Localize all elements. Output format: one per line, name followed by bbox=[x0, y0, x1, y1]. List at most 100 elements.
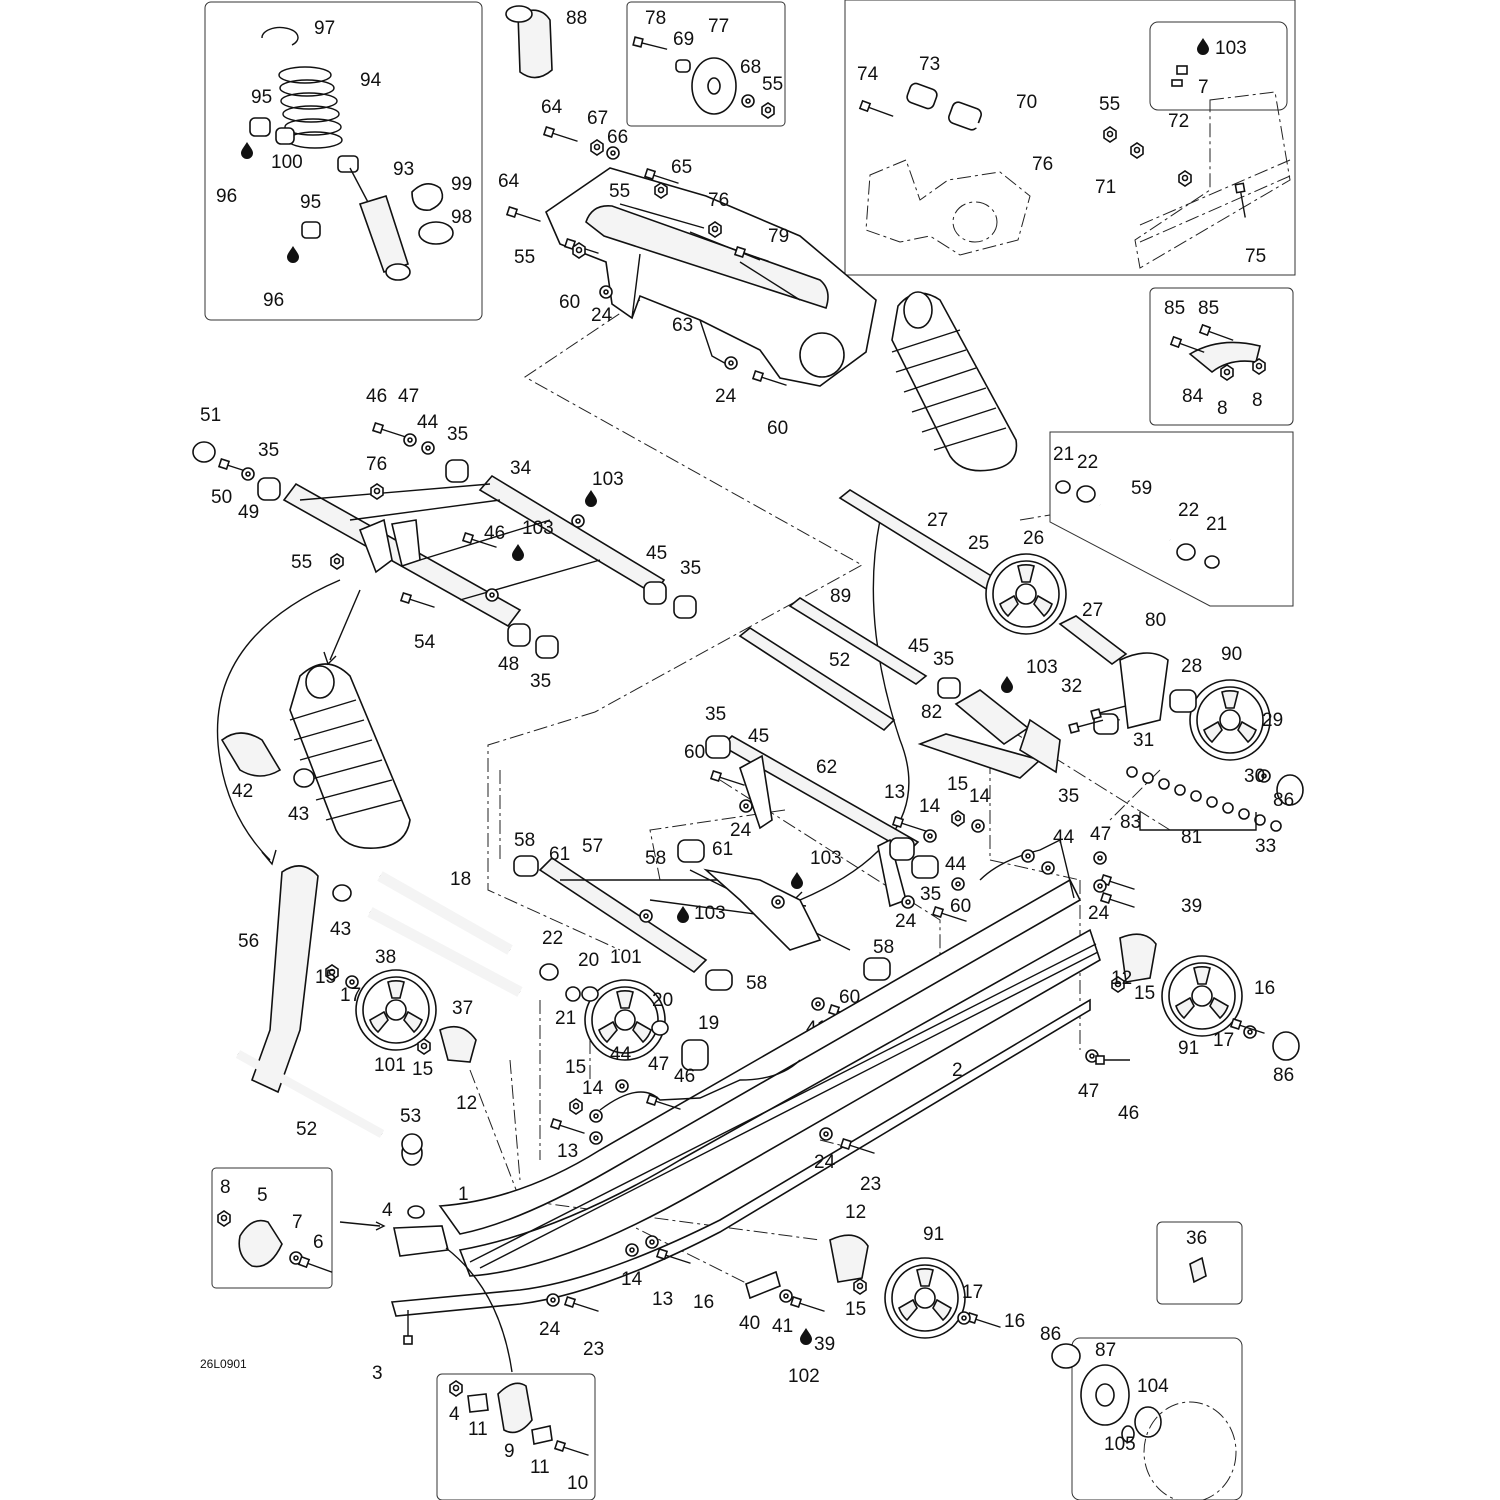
callout-5: 5 bbox=[257, 1185, 268, 1206]
callout-55: 55 bbox=[291, 552, 312, 573]
callout-22: 22 bbox=[1178, 500, 1199, 521]
callout-24: 24 bbox=[539, 1319, 561, 1340]
callout-90: 90 bbox=[1221, 644, 1242, 665]
callout-29: 29 bbox=[1262, 710, 1283, 731]
callout-17: 17 bbox=[962, 1282, 983, 1303]
callout-46: 46 bbox=[484, 523, 505, 544]
callout-65: 65 bbox=[671, 157, 692, 178]
callout-26: 26 bbox=[1023, 528, 1044, 549]
callout-21: 21 bbox=[1053, 444, 1074, 465]
callout-14: 14 bbox=[621, 1269, 643, 1290]
callout-46: 46 bbox=[366, 386, 387, 407]
callout-22: 22 bbox=[1077, 452, 1098, 473]
callout-10: 10 bbox=[567, 1473, 588, 1494]
callout-6: 6 bbox=[313, 1232, 324, 1253]
callout-96: 96 bbox=[216, 186, 237, 207]
callout-35: 35 bbox=[1058, 786, 1079, 807]
callout-76: 76 bbox=[1032, 154, 1053, 175]
callout-95: 95 bbox=[300, 192, 321, 213]
front-arm: 51 46 47 44 35 35 76 34 103 50 49 46 103… bbox=[192, 386, 701, 692]
callout-24: 24 bbox=[1088, 903, 1110, 924]
callout-100: 100 bbox=[271, 152, 303, 173]
callout-85: 85 bbox=[1198, 298, 1219, 319]
front-shock-with-boot: 42 43 bbox=[216, 579, 411, 866]
callout-4: 4 bbox=[449, 1404, 460, 1425]
callout-62: 62 bbox=[816, 757, 837, 778]
callout-7: 7 bbox=[1198, 77, 1209, 98]
callout-88: 88 bbox=[566, 8, 587, 29]
callout-105: 105 bbox=[1104, 1434, 1136, 1455]
callout-54: 54 bbox=[414, 632, 436, 653]
callout-60: 60 bbox=[559, 292, 580, 313]
callout-103: 103 bbox=[810, 848, 842, 869]
diagram-code: 26L0901 bbox=[200, 1357, 247, 1371]
oil-drop-icon bbox=[791, 872, 803, 889]
callout-103: 103 bbox=[1215, 38, 1247, 59]
callout-74: 74 bbox=[857, 64, 879, 85]
callout-85: 85 bbox=[1164, 298, 1185, 319]
callout-80: 80 bbox=[1145, 610, 1166, 631]
callout-18: 18 bbox=[450, 869, 471, 890]
callout-86: 86 bbox=[1273, 790, 1294, 811]
callout-56: 56 bbox=[238, 931, 259, 952]
callout-103: 103 bbox=[522, 518, 554, 539]
callout-14: 14 bbox=[919, 796, 941, 817]
callout-45: 45 bbox=[908, 636, 929, 657]
callout-52: 52 bbox=[829, 650, 850, 671]
callout-94: 94 bbox=[360, 70, 382, 91]
callout-12: 12 bbox=[456, 1093, 477, 1114]
callout-55: 55 bbox=[762, 74, 783, 95]
callout-19: 19 bbox=[698, 1013, 719, 1034]
callout-38: 38 bbox=[375, 947, 396, 968]
callout-103: 103 bbox=[592, 469, 624, 490]
callout-1: 1 bbox=[458, 1184, 469, 1205]
callout-35: 35 bbox=[680, 558, 701, 579]
callout-104: 104 bbox=[1137, 1376, 1169, 1397]
callout-15: 15 bbox=[565, 1057, 586, 1078]
callout-17: 17 bbox=[340, 985, 361, 1006]
callout-52: 52 bbox=[296, 1119, 317, 1140]
callout-84: 84 bbox=[1182, 386, 1204, 407]
callout-99: 99 bbox=[451, 174, 472, 195]
callout-21: 21 bbox=[1206, 514, 1227, 535]
shim-stack bbox=[1126, 766, 1282, 832]
callout-67: 67 bbox=[587, 108, 608, 129]
callout-45: 45 bbox=[646, 543, 667, 564]
callout-23: 23 bbox=[860, 1174, 881, 1195]
inset-shock-absorber: 97 94 95 100 96 93 99 98 95 96 bbox=[204, 1, 483, 321]
callout-44: 44 bbox=[417, 412, 439, 433]
oil-drop-icon bbox=[287, 246, 299, 263]
callout-103: 103 bbox=[1026, 657, 1058, 678]
callout-33: 33 bbox=[1255, 836, 1276, 857]
callout-15: 15 bbox=[845, 1299, 866, 1320]
inset-slider-stopper: 4 11 9 11 10 bbox=[436, 1373, 596, 1500]
front-crossmember: 88 64 67 66 65 64 55 76 79 55 60 24 63 2… bbox=[498, 5, 877, 439]
callout-21: 21 bbox=[555, 1008, 576, 1029]
callout-103: 103 bbox=[694, 903, 726, 924]
callout-40: 40 bbox=[739, 1313, 760, 1334]
callout-8: 8 bbox=[1252, 390, 1263, 411]
callout-47: 47 bbox=[1090, 824, 1111, 845]
callout-16: 16 bbox=[1004, 1311, 1025, 1332]
callout-27: 27 bbox=[1082, 600, 1103, 621]
callout-15: 15 bbox=[1134, 983, 1155, 1004]
callout-36: 36 bbox=[1186, 1228, 1207, 1249]
callout-76: 76 bbox=[708, 190, 729, 211]
callout-70: 70 bbox=[1016, 92, 1037, 113]
oil-drop-icon bbox=[1197, 38, 1209, 55]
callout-72: 72 bbox=[1168, 111, 1189, 132]
callout-44: 44 bbox=[945, 854, 967, 875]
callout-23: 23 bbox=[583, 1339, 604, 1360]
oil-drop-icon bbox=[677, 906, 689, 923]
callout-31: 31 bbox=[1133, 730, 1154, 751]
callout-68: 68 bbox=[740, 57, 761, 78]
callout-58: 58 bbox=[873, 937, 894, 958]
callout-39: 39 bbox=[1181, 896, 1202, 917]
callout-98: 98 bbox=[451, 207, 472, 228]
callout-60: 60 bbox=[684, 742, 705, 763]
callout-24: 24 bbox=[591, 305, 613, 326]
callout-55: 55 bbox=[609, 181, 630, 202]
inset-bracket: 85 85 84 8 8 bbox=[1149, 287, 1294, 426]
inset-cap-assembly: 8 5 7 6 bbox=[211, 1167, 335, 1289]
callout-8: 8 bbox=[220, 1177, 231, 1198]
